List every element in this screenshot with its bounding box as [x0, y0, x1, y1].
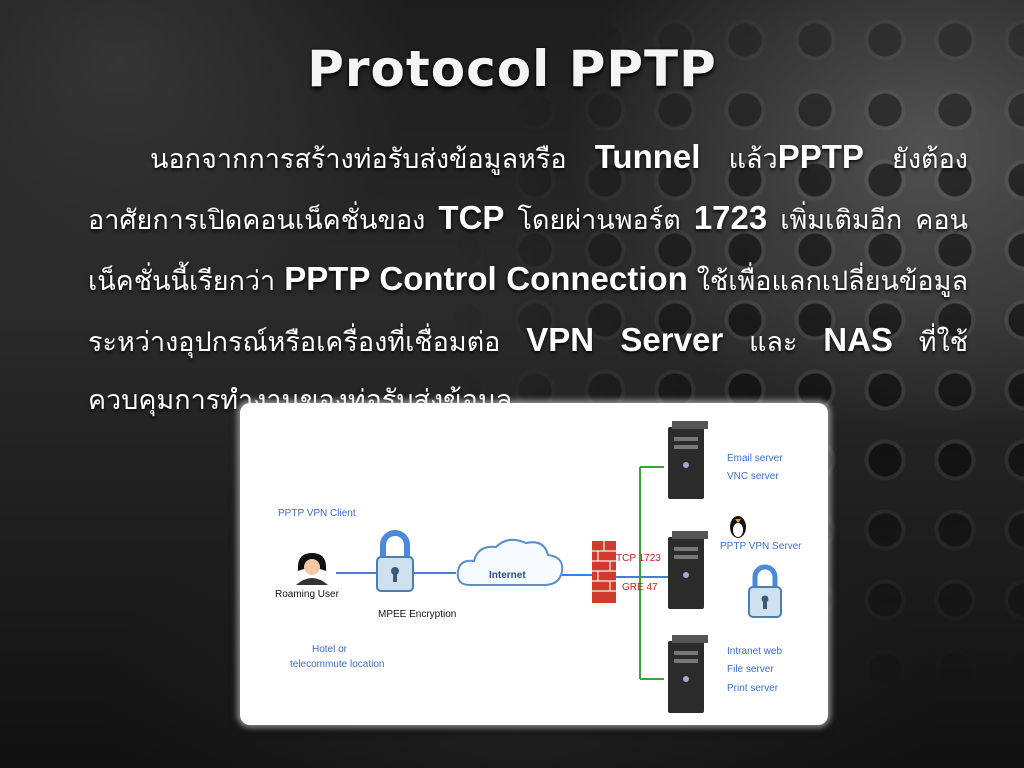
linux-penguin-icon [730, 516, 746, 538]
vpn-server-label: PPTP VPN Server [720, 541, 802, 552]
text-segment: TCP [438, 199, 505, 236]
roaming-user-label: Roaming User [275, 589, 340, 600]
firewall-icon [592, 541, 616, 603]
text-segment: เพิ่มเติมอีก คอนเน็คชั่นนี้เรียกว่า [88, 205, 968, 297]
text-segment: 1723 [693, 199, 768, 236]
intranet-web-label: Intranet web [727, 646, 782, 657]
text-segment: นอกจากการสร้างท่อรับส่งข้อมูลหรือ [150, 144, 595, 175]
location-line-1: Hotel or [312, 644, 348, 655]
internet-cloud-icon [456, 538, 564, 586]
text-segment: NAS [823, 321, 893, 358]
text-segment: Tunnel [594, 138, 701, 175]
file-server-label: File server [727, 664, 774, 675]
client-label: PPTP VPN Client [278, 508, 356, 519]
internet-label: Internet [489, 570, 526, 581]
padlock-icon [376, 530, 414, 592]
slide-body-paragraph: นอกจากการสร้างท่อรับส่งข้อมูลหรือ Tunnel… [88, 128, 968, 430]
print-server-label: Print server [727, 683, 779, 694]
location-line-2: telecommute location [290, 659, 385, 670]
user-icon [296, 553, 328, 585]
gre-label: GRE 47 [622, 582, 658, 593]
server-tower-icon-top [668, 421, 708, 499]
text-segment: VPN Server [526, 321, 724, 358]
pptp-network-diagram: PPTP VPN Client Roaming User MPEE Encryp… [275, 421, 802, 713]
text-segment: PPTP [777, 138, 864, 175]
server-tower-icon-vpn [668, 531, 708, 609]
server-tower-icon-bottom [668, 635, 708, 713]
text-segment: ยังต้องอาศัยการเปิดคอนเน็คชั่นของ [88, 144, 968, 236]
email-server-label: Email server [727, 453, 783, 464]
pptp-diagram-frame: PPTP VPN Client Roaming User MPEE Encryp… [240, 403, 828, 725]
slide-title: Protocol PPTP [307, 40, 717, 98]
text-segment: และ [723, 327, 824, 358]
vnc-server-label: VNC server [727, 471, 779, 482]
encryption-label: MPEE Encryption [378, 609, 456, 620]
text-segment: PPTP Control Connection [284, 260, 688, 297]
text-segment: แล้ว [700, 144, 778, 175]
vpn-padlock-icon [748, 564, 782, 618]
text-segment: ใช้เพื่อแลกเปลี่ยนข้อมูลระหว่างอุปกรณ์หร… [88, 266, 968, 358]
tcp-port-label: TCP 1723 [616, 553, 661, 564]
text-segment: โดยผ่านพอร์ต [504, 205, 694, 236]
